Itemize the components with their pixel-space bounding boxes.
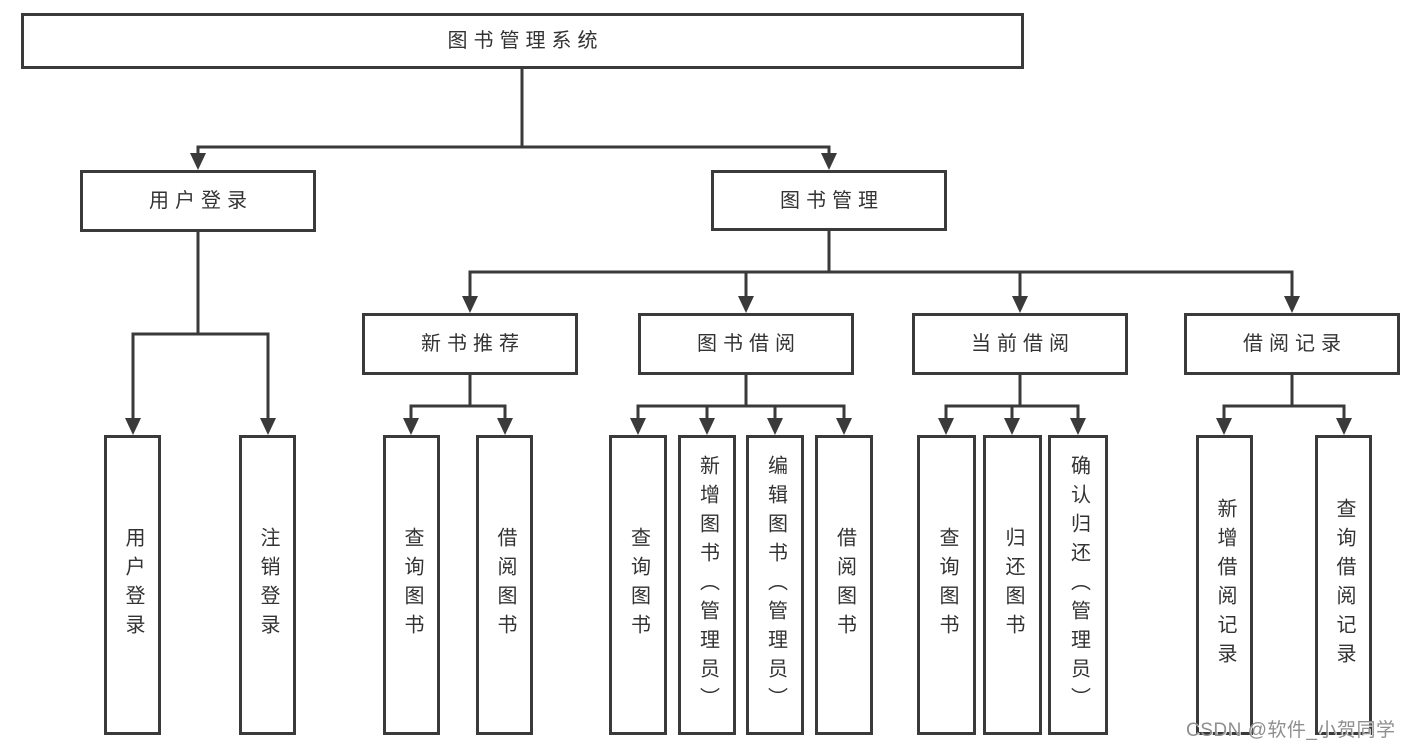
leaf-add-books-admin: 新增图书（管理员）	[678, 435, 736, 735]
node-current-borrow-label: 当前借阅	[971, 333, 1075, 355]
node-new-book-recommend-label: 新书推荐	[421, 333, 525, 355]
leaf-borrow-books-1: 借阅图书	[476, 435, 533, 735]
leaf-user-login-label: 用户登录	[122, 527, 144, 643]
leaf-edit-books-admin: 编辑图书（管理员）	[746, 435, 804, 735]
leaf-add-books-admin-label: 新增图书（管理员）	[696, 454, 719, 716]
leaf-logout-label: 注销登录	[257, 527, 279, 643]
leaf-query-books-3-label: 查询图书	[936, 527, 958, 643]
leaf-confirm-return-admin: 确认归还（管理员）	[1048, 435, 1108, 735]
leaf-query-borrow-record: 查询借阅记录	[1315, 435, 1372, 735]
leaf-query-books-3: 查询图书	[917, 435, 976, 735]
node-book-management-label: 图书管理	[780, 189, 884, 212]
leaf-query-books-1: 查询图书	[383, 435, 440, 735]
node-borrow-records-label: 借阅记录	[1243, 333, 1347, 355]
leaf-add-borrow-record-label: 新增借阅记录	[1214, 498, 1236, 672]
leaf-return-books-label: 归还图书	[1002, 527, 1024, 643]
node-new-book-recommend: 新书推荐	[362, 313, 578, 375]
leaf-query-books-2: 查询图书	[609, 435, 667, 735]
node-current-borrow: 当前借阅	[912, 313, 1128, 375]
leaf-confirm-return-admin-label: 确认归还（管理员）	[1067, 454, 1090, 716]
leaf-logout: 注销登录	[239, 435, 296, 735]
leaf-edit-books-admin-label: 编辑图书（管理员）	[764, 454, 787, 716]
leaf-query-books-2-label: 查询图书	[627, 527, 650, 643]
leaf-query-books-1-label: 查询图书	[401, 527, 423, 643]
leaf-query-borrow-record-label: 查询借阅记录	[1333, 498, 1355, 672]
node-book-management: 图书管理	[711, 170, 947, 231]
node-root: 图书管理系统	[21, 13, 1024, 69]
node-borrow-records: 借阅记录	[1184, 313, 1400, 375]
leaf-user-login: 用户登录	[104, 435, 161, 735]
node-book-borrow: 图书借阅	[638, 313, 854, 375]
node-user-login: 用户登录	[80, 170, 316, 232]
leaf-borrow-books-2-label: 借阅图书	[833, 527, 856, 643]
leaf-borrow-books-1-label: 借阅图书	[494, 527, 516, 643]
leaf-return-books: 归还图书	[983, 435, 1042, 735]
leaf-add-borrow-record: 新增借阅记录	[1196, 435, 1253, 735]
leaf-borrow-books-2: 借阅图书	[815, 435, 873, 735]
node-user-login-label: 用户登录	[149, 190, 253, 212]
node-root-label: 图书管理系统	[447, 30, 604, 52]
watermark: CSDN @软件_小贺同学	[1186, 720, 1396, 741]
node-book-borrow-label: 图书借阅	[697, 333, 801, 355]
